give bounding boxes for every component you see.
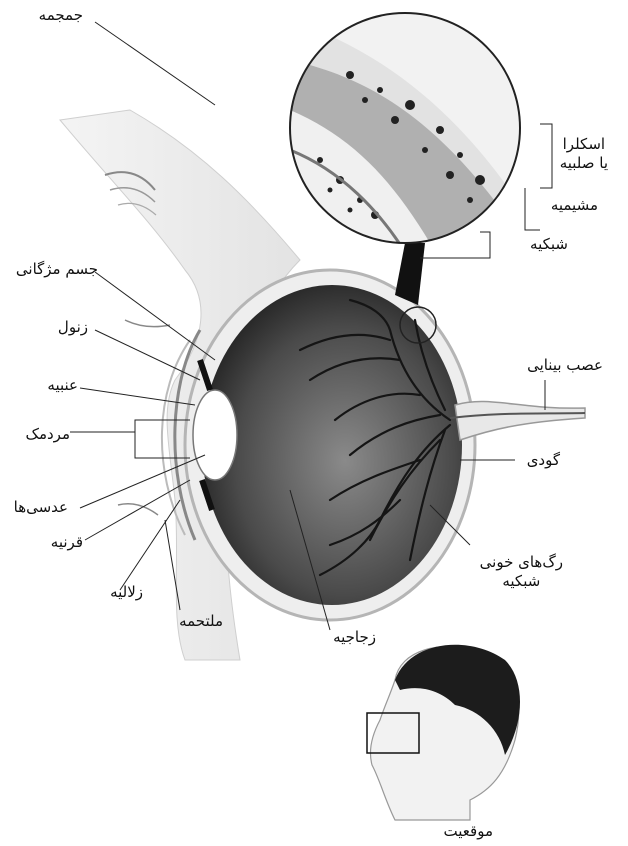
- label-optic-nerve: عصب بینایی: [527, 356, 603, 375]
- label-ciliary-body: جسم مژگانی: [16, 260, 98, 279]
- label-zonule: زنول: [58, 318, 88, 337]
- label-aqueous: زلالیه: [110, 583, 143, 602]
- label-sclera-line1: اسکلرا: [560, 135, 608, 154]
- label-vitreous: زجاجیه: [333, 628, 376, 647]
- label-sclera: اسکلرا یا صلبیه: [560, 135, 608, 173]
- label-choroid: مشیمیه: [551, 196, 598, 215]
- label-fovea: گودی: [527, 451, 560, 470]
- label-skull: جمجمه: [39, 6, 83, 25]
- label-iris: عنبیه: [47, 376, 78, 395]
- label-location: موقعیت: [444, 822, 493, 841]
- label-conjunctiva: ملتحمه: [179, 612, 223, 631]
- label-sclera-line2: یا صلبیه: [560, 154, 608, 173]
- label-retinal-vessels: رگ‌های خونی شبکیه: [480, 553, 563, 591]
- label-pupil: مردمک: [26, 425, 70, 444]
- label-retina: شبکیه: [530, 235, 568, 254]
- label-retinal-vessels-line2: شبکیه: [480, 572, 563, 591]
- label-lens: عدسی‌ها: [14, 498, 68, 517]
- magnified-inset: [290, 13, 530, 305]
- location-head-thumbnail: [367, 645, 520, 820]
- label-cornea: قرنیه: [51, 533, 83, 552]
- label-retinal-vessels-line1: رگ‌های خونی: [480, 553, 563, 572]
